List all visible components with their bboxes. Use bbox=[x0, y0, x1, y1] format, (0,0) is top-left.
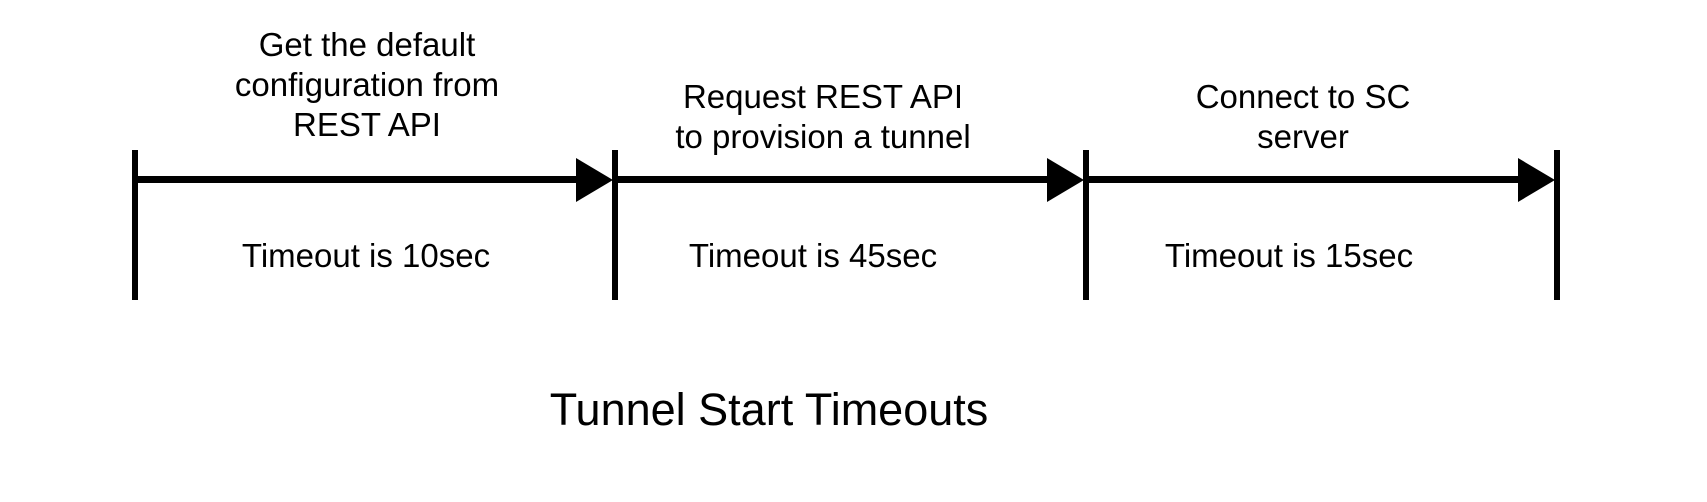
diagram-title: Tunnel Start Timeouts bbox=[549, 384, 989, 435]
timeline-tick-start bbox=[132, 150, 138, 300]
arrow-head-icon bbox=[576, 158, 613, 202]
arrow-head-icon bbox=[1518, 158, 1555, 202]
timeout-label-segment-1: Timeout is 10sec bbox=[241, 237, 491, 274]
timeline-tick-3 bbox=[1083, 150, 1089, 300]
arrow-head-icon bbox=[1047, 158, 1084, 202]
timeline-tick-2 bbox=[612, 150, 618, 300]
step-label-request-rest-api: Request REST API to provision a tunnel bbox=[675, 78, 971, 155]
timeout-label-segment-3: Timeout is 15sec bbox=[1164, 237, 1414, 274]
step-label-get-default-configuration: Get the default configuration from REST … bbox=[234, 26, 500, 143]
arrow-shaft-segment-2 bbox=[617, 176, 1047, 183]
arrow-shaft-segment-1 bbox=[136, 176, 576, 183]
arrow-shaft-segment-3 bbox=[1088, 176, 1518, 183]
timeline-tick-end bbox=[1554, 150, 1560, 300]
step-label-connect-to-sc-server: Connect to SC server bbox=[1195, 78, 1411, 155]
timeout-label-segment-2: Timeout is 45sec bbox=[688, 237, 938, 274]
